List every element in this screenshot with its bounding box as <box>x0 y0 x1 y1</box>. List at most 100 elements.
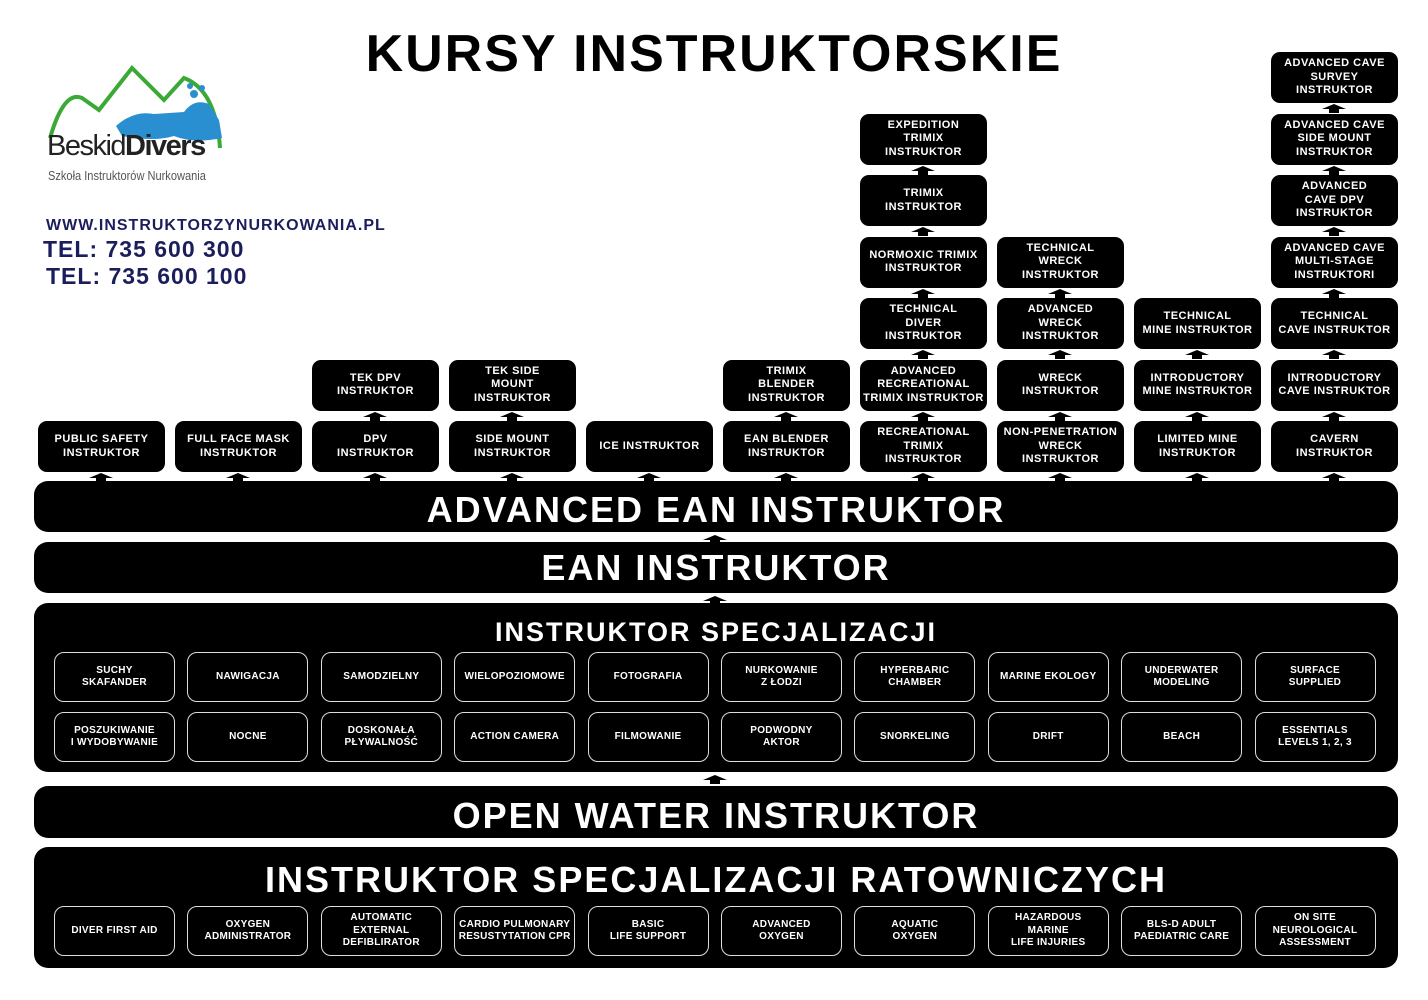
course-cell: ESSENTIALS LEVELS 1, 2, 3 <box>1254 712 1376 762</box>
arrow-up-icon <box>911 473 935 482</box>
course-box: RECREATIONAL TRIMIX INSTRUKTOR <box>860 421 987 472</box>
course-box: TEK DPV INSTRUKTOR <box>312 359 439 411</box>
phone-2[interactable]: TEL: 735 600 100 <box>46 263 248 289</box>
specializations-panel: INSTRUKTOR SPECJALIZACJI <box>34 603 1398 772</box>
course-cell: DIVER FIRST AID <box>54 906 175 956</box>
arrow-up-icon <box>911 288 935 298</box>
arrow-up-icon <box>1322 411 1346 421</box>
rescue-panel: INSTRUKTOR SPECJALIZACJI RATOWNICZYCH <box>34 847 1398 968</box>
course-box: INTRODUCTORY CAVE INSTRUKTOR <box>1271 359 1398 411</box>
course-box: ICE INSTRUKTOR <box>586 421 713 472</box>
course-cell: FILMOWANIE <box>587 712 709 762</box>
arrow-up-icon <box>1322 473 1346 482</box>
course-cell: DOSKONAŁA PŁYWALNOŚĆ <box>320 712 442 762</box>
diver-icon <box>116 102 222 141</box>
brand-light: Beskid <box>47 130 127 162</box>
course-cell: SUCHY SKAFANDER <box>54 652 175 702</box>
arrow-up-icon <box>637 473 661 482</box>
course-box: TECHNICAL DIVER INSTRUKTOR <box>860 298 987 349</box>
arrow-up-icon <box>911 227 935 236</box>
arrow-up-icon <box>1048 473 1072 482</box>
course-box: INTRODUCTORY MINE INSTRUKTOR <box>1134 359 1261 411</box>
course-box: FULL FACE MASK INSTRUKTOR <box>175 421 302 472</box>
course-cell: PODWODNY AKTOR <box>720 712 842 762</box>
arrow-up-icon <box>774 411 798 421</box>
course-box: DPV INSTRUKTOR <box>312 421 439 472</box>
arrow-up-icon <box>500 473 524 482</box>
arrow-up-icon <box>1185 473 1209 482</box>
arrow-up-icon <box>703 775 727 784</box>
course-box: ADVANCED CAVE MULTI-STAGE INSTRUKTORI <box>1271 236 1398 288</box>
arrow-up-icon <box>1322 165 1346 175</box>
arrow-up-icon <box>500 411 524 421</box>
course-cell: ACTION CAMERA <box>454 712 576 762</box>
course-box: PUBLIC SAFETY INSTRUKTOR <box>38 421 165 472</box>
arrow-up-icon <box>911 165 935 175</box>
page-title: KURSY INSTRUKTORSKIE <box>365 25 1063 83</box>
course-cell: CARDIO PULMONARY RESUSTYTATION CPR <box>454 906 576 956</box>
arrow-up-icon <box>226 473 250 482</box>
course-box: SIDE MOUNT INSTRUKTOR <box>449 421 576 472</box>
course-box: TRIMIX INSTRUKTOR <box>860 175 987 226</box>
course-cell: SNORKELING <box>854 712 976 762</box>
arrow-up-icon <box>1322 288 1346 298</box>
course-cell: HAZARDOUS MARINE LIFE INJURIES <box>987 906 1109 956</box>
course-box: ADVANCED WRECK INSTRUKTOR <box>997 298 1124 349</box>
course-box: TRIMIX BLENDER INSTRUKTOR <box>723 359 850 411</box>
arrow-up-icon <box>703 596 727 605</box>
arrow-up-icon <box>89 473 113 482</box>
arrow-up-icon <box>774 473 798 482</box>
course-box: ADVANCED RECREATIONAL TRIMIX INSTRUKTOR <box>860 359 987 411</box>
course-box: TEK SIDE MOUNT INSTRUKTOR <box>449 359 576 411</box>
course-cell: SURFACE SUPPLIED <box>1254 652 1376 702</box>
brand-name: BeskidDivers <box>47 130 206 163</box>
arrow-up-icon <box>1322 350 1346 359</box>
course-box: TECHNICAL WRECK INSTRUKTOR <box>997 236 1124 288</box>
course-cell: OXYGEN ADMINISTRATOR <box>187 906 309 956</box>
course-box: ADVANCED CAVE DPV INSTRUKTOR <box>1271 175 1398 226</box>
arrow-up-icon <box>911 350 935 359</box>
arrow-up-icon <box>363 473 387 482</box>
course-cell: ADVANCED OXYGEN <box>720 906 842 956</box>
course-cell: NAWIGACJA <box>187 652 309 702</box>
course-cell: MARINE EKOLOGY <box>987 652 1109 702</box>
phone-1[interactable]: TEL: 735 600 300 <box>43 236 245 262</box>
course-cell: BASIC LIFE SUPPORT <box>587 906 709 956</box>
course-cell: UNDERWATER MODELING <box>1121 652 1243 702</box>
course-cell: WIELOPOZIOMOWE <box>454 652 576 702</box>
arrow-up-icon <box>1322 227 1346 236</box>
course-box: ADVANCED CAVE SURVEY INSTRUKTOR <box>1271 52 1398 103</box>
arrow-up-icon <box>911 411 935 421</box>
course-cell: POSZUKIWANIE I WYDOBYWANIE <box>54 712 175 762</box>
advanced-ean-instruktor-bar: ADVANCED EAN INSTRUKTOR <box>34 481 1398 532</box>
course-box: TECHNICAL MINE INSTRUKTOR <box>1134 298 1261 349</box>
course-cell: AQUATIC OXYGEN <box>854 906 976 956</box>
beskid-divers-logo <box>48 64 222 149</box>
brand-bold: Divers <box>125 130 206 162</box>
course-cell: NOCNE <box>187 712 309 762</box>
course-box: TECHNICAL CAVE INSTRUKTOR <box>1271 298 1398 349</box>
arrow-up-icon <box>1048 288 1072 298</box>
arrow-up-icon <box>363 411 387 421</box>
course-box: NORMOXIC TRIMIX INSTRUKTOR <box>860 236 987 288</box>
rescue-title: INSTRUKTOR SPECJALIZACJI RATOWNICZYCH <box>264 859 1168 900</box>
course-box: NON-PENETRATION WRECK INSTRUKTOR <box>997 421 1124 472</box>
brand-tagline: Szkoła Instruktorów Nurkowania <box>48 168 206 183</box>
course-cell: SAMODZIELNY <box>320 652 442 702</box>
website-link[interactable]: WWW.INSTRUKTORZYNURKOWANIA.PL <box>46 217 386 234</box>
course-cell: AUTOMATIC EXTERNAL DEFIBLIRATOR <box>320 906 442 956</box>
arrow-up-icon <box>1185 411 1209 421</box>
open-water-instruktor-bar: OPEN WATER INSTRUKTOR <box>34 786 1398 838</box>
course-cell: NURKOWANIE Z ŁODZI <box>720 652 842 702</box>
course-box: WRECK INSTRUKTOR <box>997 359 1124 411</box>
arrow-up-icon <box>1048 350 1072 359</box>
course-box: ADVANCED CAVE SIDE MOUNT INSTRUKTOR <box>1271 113 1398 165</box>
course-box: CAVERN INSTRUKTOR <box>1271 421 1398 472</box>
course-box: EAN BLENDER INSTRUKTOR <box>723 421 850 472</box>
arrow-up-icon <box>1322 104 1346 113</box>
specializations-title: INSTRUKTOR SPECJALIZACJI <box>494 617 938 647</box>
arrow-up-icon <box>703 535 727 544</box>
course-box: EXPEDITION TRIMIX INSTRUKTOR <box>860 113 987 165</box>
